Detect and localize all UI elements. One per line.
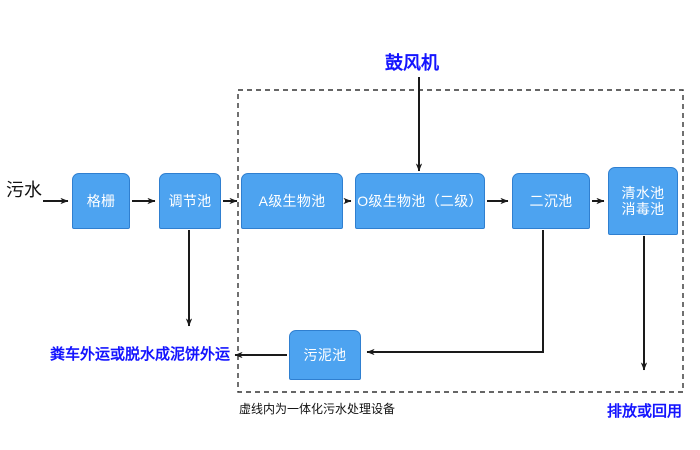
- node-secondary-clarifier-label: 二沉池: [529, 192, 573, 209]
- node-equalization-tank-label: 调节池: [168, 192, 212, 209]
- node-a-stage-bioreactor-label: A级生物池: [258, 192, 326, 209]
- node-secondary-clarifier[interactable]: 二沉池: [512, 173, 590, 229]
- dashed-region-border: [237, 89, 684, 393]
- node-grille[interactable]: 格栅: [72, 173, 130, 229]
- discharge-label: 排放或回用: [607, 403, 683, 420]
- inlet-label: 污水: [6, 180, 42, 200]
- node-sludge-tank-label: 污泥池: [303, 346, 347, 363]
- node-o-stage-bioreactor[interactable]: O级生物池（二级）: [355, 173, 485, 229]
- sludge-disposal-label: 粪车外运或脱水成泥饼外运: [50, 346, 231, 363]
- blower-label: 鼓风机: [385, 53, 439, 73]
- node-sludge-tank[interactable]: 污泥池: [289, 330, 361, 380]
- node-clearwater-disinfection-tank[interactable]: 清水池 消毒池: [608, 167, 678, 235]
- arrow-secondary-to-sludge-tank: [366, 230, 544, 356]
- node-equalization-tank[interactable]: 调节池: [159, 173, 221, 229]
- node-clearwater-disinfection-tank-label: 清水池 消毒池: [621, 184, 665, 217]
- node-a-stage-bioreactor[interactable]: A级生物池: [241, 173, 343, 229]
- node-grille-label: 格栅: [86, 192, 116, 209]
- dashed-region-caption: 虚线内为一体化污水处理设备: [239, 402, 396, 416]
- node-o-stage-bioreactor-label: O级生物池（二级）: [357, 192, 483, 209]
